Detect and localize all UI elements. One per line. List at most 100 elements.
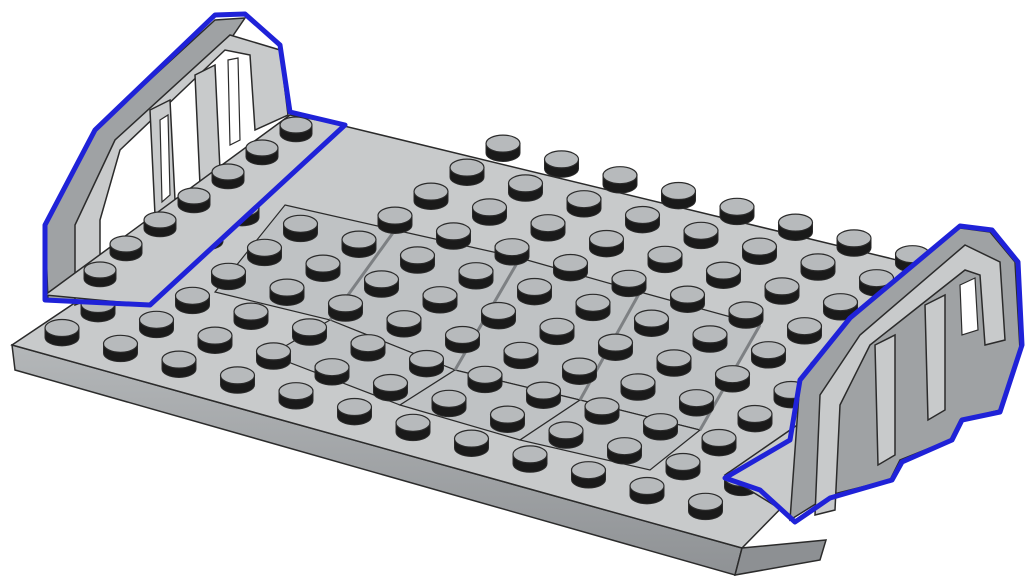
stud xyxy=(693,326,727,352)
stud xyxy=(567,191,601,217)
stud xyxy=(621,374,655,400)
fence-post xyxy=(925,295,945,420)
stud xyxy=(518,279,552,305)
stud xyxy=(178,188,210,213)
stud xyxy=(176,287,210,313)
stud xyxy=(689,493,723,519)
stud xyxy=(680,390,714,416)
stud xyxy=(662,183,696,209)
stud xyxy=(752,342,786,368)
stud xyxy=(446,327,480,353)
stud xyxy=(315,359,349,385)
stud xyxy=(504,342,538,368)
stud xyxy=(644,414,678,440)
stud xyxy=(378,207,412,233)
stud xyxy=(423,287,457,313)
stud xyxy=(648,246,682,272)
stud xyxy=(626,207,660,233)
stud xyxy=(599,334,633,360)
stud xyxy=(630,478,664,504)
stud xyxy=(549,422,583,448)
stud xyxy=(338,399,372,425)
stud xyxy=(293,319,327,345)
stud xyxy=(635,310,669,336)
stud xyxy=(455,430,489,456)
stud xyxy=(234,303,268,329)
stud xyxy=(491,406,525,432)
stud xyxy=(495,239,529,265)
stud xyxy=(486,135,520,161)
stud xyxy=(473,199,507,225)
stud xyxy=(284,215,318,241)
stud xyxy=(572,462,606,488)
stud xyxy=(788,318,822,344)
stud xyxy=(401,247,435,273)
stud xyxy=(513,446,547,472)
stud xyxy=(684,222,718,248)
stud xyxy=(84,262,116,287)
stud xyxy=(707,262,741,288)
stud xyxy=(612,270,646,296)
stud xyxy=(509,175,543,201)
base-plate-lower-lip xyxy=(735,540,826,575)
stud xyxy=(468,366,502,392)
stud xyxy=(306,255,340,281)
stud xyxy=(729,302,763,328)
stud xyxy=(765,278,799,304)
stud xyxy=(387,311,421,337)
stud xyxy=(198,327,232,353)
stud xyxy=(482,303,516,329)
stud xyxy=(140,311,174,337)
stud xyxy=(248,239,282,265)
stud xyxy=(414,183,448,209)
stud xyxy=(720,198,754,224)
stud xyxy=(779,214,813,240)
stud xyxy=(257,343,291,369)
fence-right-openings xyxy=(960,278,978,335)
stud xyxy=(280,117,312,142)
stud xyxy=(738,406,772,432)
stud xyxy=(432,390,466,416)
stud xyxy=(110,236,142,261)
stud xyxy=(576,294,610,320)
stud xyxy=(221,367,255,393)
stud xyxy=(590,231,624,257)
stud xyxy=(270,279,304,305)
stud xyxy=(837,230,871,256)
stud xyxy=(743,238,777,264)
stud xyxy=(365,271,399,297)
stud xyxy=(212,164,244,189)
stud xyxy=(603,167,637,193)
stud xyxy=(212,263,246,289)
stud xyxy=(702,430,736,456)
stud xyxy=(531,215,565,241)
stud xyxy=(351,335,385,361)
stud xyxy=(666,454,700,480)
stud xyxy=(527,382,561,408)
stud xyxy=(450,159,484,185)
fence-post xyxy=(875,335,895,465)
stud xyxy=(585,398,619,424)
stud xyxy=(246,140,278,165)
stud xyxy=(608,438,642,464)
stud xyxy=(545,151,579,177)
stud xyxy=(162,351,196,377)
stud xyxy=(342,231,376,257)
stud xyxy=(396,414,430,440)
stud xyxy=(437,223,471,249)
stud xyxy=(329,295,363,321)
stud xyxy=(554,255,588,281)
stud xyxy=(374,375,408,401)
stud xyxy=(657,350,691,376)
stud xyxy=(563,358,597,384)
stud xyxy=(540,318,574,344)
stud xyxy=(410,351,444,377)
stud xyxy=(45,320,79,346)
stud xyxy=(279,383,313,409)
stud xyxy=(671,286,705,312)
stud xyxy=(144,212,176,237)
stud xyxy=(459,263,493,289)
stud xyxy=(104,335,138,361)
